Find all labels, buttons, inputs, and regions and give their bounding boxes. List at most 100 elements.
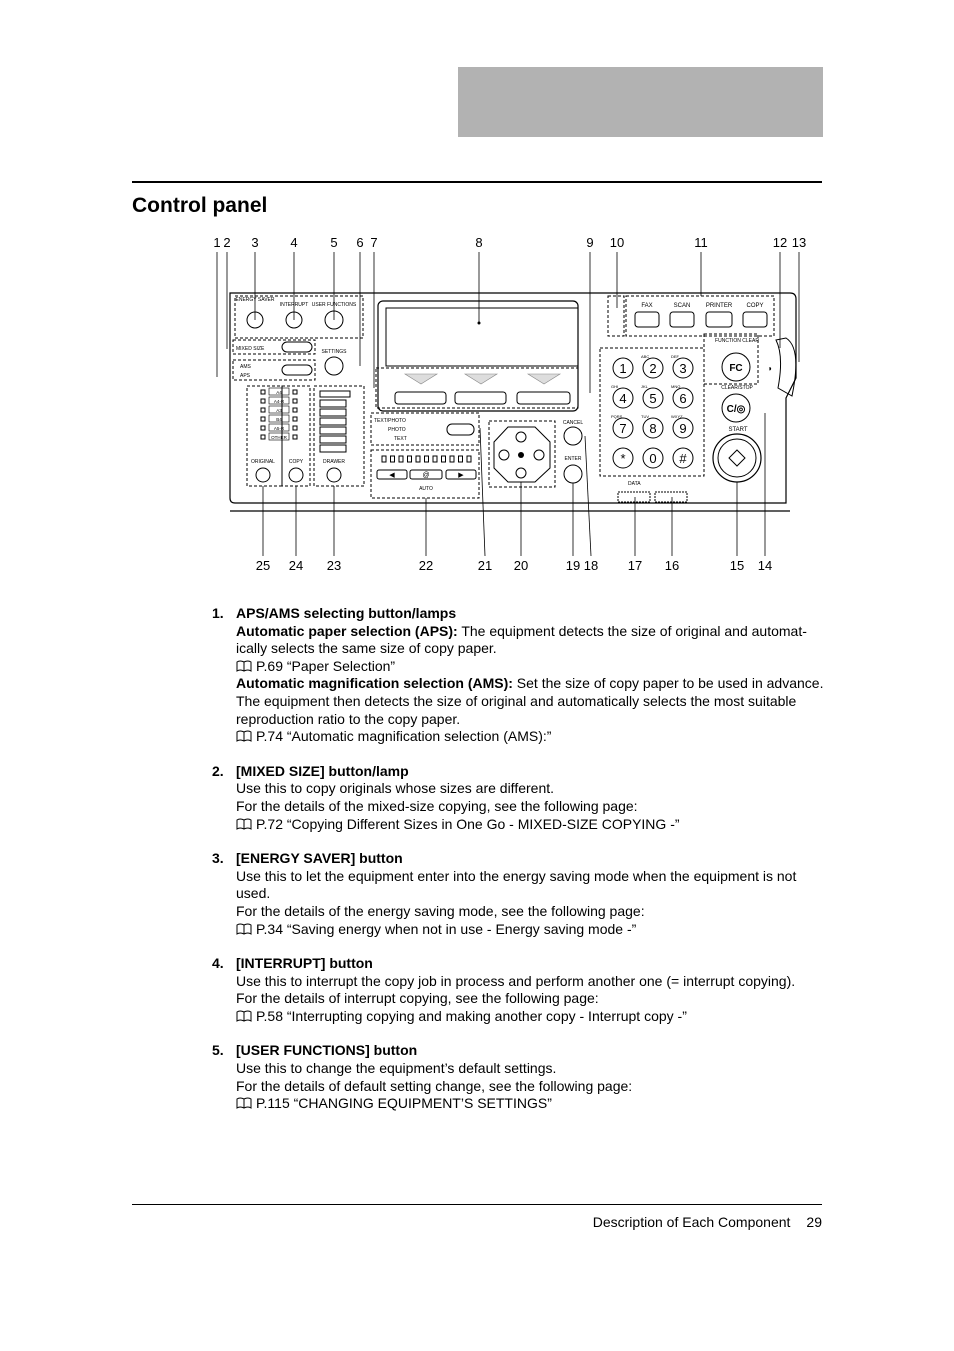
- keypad-letters: WXYZ: [671, 414, 683, 419]
- keypad-key-2[interactable]: [642, 357, 664, 379]
- keypad-digit: 9: [679, 421, 686, 436]
- keypad-key-7[interactable]: [612, 417, 634, 439]
- reference-text: P.34 “Saving energy when not in use - En…: [256, 920, 637, 937]
- arrow-right-button[interactable]: [533, 449, 545, 461]
- function-key-3[interactable]: [516, 391, 571, 405]
- arrow-left-icon: ◀: [389, 472, 395, 479]
- book-icon: [236, 730, 252, 743]
- item-paragraph: Use this to interrupt the copy job in pr…: [212, 973, 824, 991]
- copy-size-button[interactable]: [288, 467, 304, 483]
- arrow-down-button[interactable]: [515, 467, 527, 479]
- mode-keys-group: [625, 295, 775, 337]
- header-gray-block: [458, 67, 823, 137]
- copy-size-lamp: [292, 398, 298, 404]
- arrow-left-button[interactable]: [498, 449, 510, 461]
- callout-number: 4: [290, 235, 297, 250]
- reference-link[interactable]: P.69 “Paper Selection”: [212, 658, 824, 676]
- keypad-letters: JKL: [641, 384, 649, 389]
- paragraph-text: For the details of interrupt copying, se…: [236, 990, 599, 1007]
- item-paragraph: For the details of the energy saving mod…: [212, 903, 824, 921]
- image-mode-button[interactable]: [446, 423, 475, 436]
- function-clear-button[interactable]: [721, 352, 751, 382]
- aps-ams-button[interactable]: [281, 364, 313, 376]
- function-key-1[interactable]: [394, 391, 447, 405]
- lcd-display[interactable]: [385, 307, 579, 367]
- callout-number: 25: [256, 558, 270, 573]
- scan-button[interactable]: [669, 311, 695, 328]
- keypad-key-0[interactable]: [642, 447, 664, 469]
- size-label: B4: [276, 417, 282, 422]
- keypad-key-5[interactable]: [642, 387, 664, 409]
- start-diamond-icon: [728, 449, 746, 467]
- reference-link[interactable]: P.74 “Automatic magnification selection …: [212, 728, 824, 746]
- keypad-key-6[interactable]: [672, 387, 694, 409]
- printer-label: PRINTER: [706, 303, 733, 309]
- keypad-key-hash[interactable]: [672, 447, 694, 469]
- line-indicator-group: [607, 295, 625, 337]
- keypad-digit: #: [679, 451, 687, 466]
- reference-link[interactable]: P.115 “CHANGING EQUIPMENT’S SETTINGS”: [212, 1095, 824, 1113]
- size-label-box: [268, 387, 290, 396]
- keypad-letters: MNO: [671, 384, 680, 389]
- keypad-letters: ABC: [641, 354, 649, 359]
- original-size-lamp: [260, 389, 266, 395]
- original-button[interactable]: [255, 467, 271, 483]
- item-paragraph: Automatic paper selection (APS): The equ…: [212, 623, 824, 658]
- function-key-2[interactable]: [454, 391, 507, 405]
- reference-link[interactable]: P.58 “Interrupting copying and making an…: [212, 1008, 824, 1026]
- keypad-key-1[interactable]: [612, 357, 634, 379]
- original-size-lamp: [260, 425, 266, 431]
- term: Automatic magnification selection (AMS):: [236, 675, 513, 692]
- energy-saver-button[interactable]: [246, 311, 264, 329]
- paragraph-text: For the details of the mixed-size copyin…: [236, 797, 638, 814]
- clear-stop-button[interactable]: [721, 393, 751, 423]
- copy-button[interactable]: [742, 311, 768, 328]
- keypad-key-8[interactable]: [642, 417, 664, 439]
- cancel-button[interactable]: [563, 426, 583, 446]
- section-title: Control panel: [132, 194, 268, 217]
- callout-number: 20: [514, 558, 528, 573]
- arrow-up-button[interactable]: [515, 431, 527, 443]
- reference-link[interactable]: P.72 “Copying Different Sizes in One Go …: [212, 816, 824, 834]
- contrast-dial[interactable]: [775, 337, 797, 397]
- item-number: 1.: [212, 605, 224, 621]
- start-label: START: [728, 427, 747, 433]
- density-darker-button[interactable]: [445, 469, 477, 480]
- drawer-button[interactable]: [326, 467, 342, 483]
- mixed-size-button[interactable]: [281, 341, 313, 353]
- keypad-digit: 5: [649, 391, 656, 406]
- start-button[interactable]: [712, 433, 762, 483]
- book-icon: [236, 923, 252, 935]
- footer-text: Description of Each Component: [592, 1214, 791, 1230]
- interrupt-button[interactable]: [285, 311, 303, 329]
- keypad-digit: 6: [679, 391, 686, 406]
- item-title-text: [USER FUNCTIONS] button: [236, 1042, 418, 1059]
- keypad-key-4[interactable]: [612, 387, 634, 409]
- user-functions-label: USER FUNCTIONS: [312, 302, 357, 308]
- lcd-center-dot: [477, 321, 481, 325]
- callout-number: 7: [370, 235, 377, 250]
- keypad-key-star[interactable]: [612, 447, 634, 469]
- callout-number: 21: [478, 558, 492, 573]
- density-lighter-button[interactable]: [376, 469, 408, 480]
- keypad-key-9[interactable]: [672, 417, 694, 439]
- density-auto-button[interactable]: [409, 469, 443, 480]
- term: Automatic paper selection (APS):: [236, 622, 458, 639]
- settings-button[interactable]: [324, 356, 344, 376]
- fax-button[interactable]: [634, 311, 660, 328]
- copy-size-lamp: [292, 425, 298, 431]
- reference-link[interactable]: P.34 “Saving energy when not in use - En…: [212, 921, 824, 939]
- fc-label: FC: [729, 363, 742, 374]
- density-lamp: [432, 455, 438, 463]
- keypad-key-3[interactable]: [672, 357, 694, 379]
- printer-button[interactable]: [705, 311, 733, 328]
- user-functions-button[interactable]: [324, 310, 344, 330]
- enter-button[interactable]: [563, 464, 583, 484]
- size-label-box: [268, 423, 290, 432]
- item-paragraph: Automatic magnification selection (AMS):…: [212, 675, 824, 728]
- function-clear-label: FUNCTION CLEAR: [715, 338, 759, 344]
